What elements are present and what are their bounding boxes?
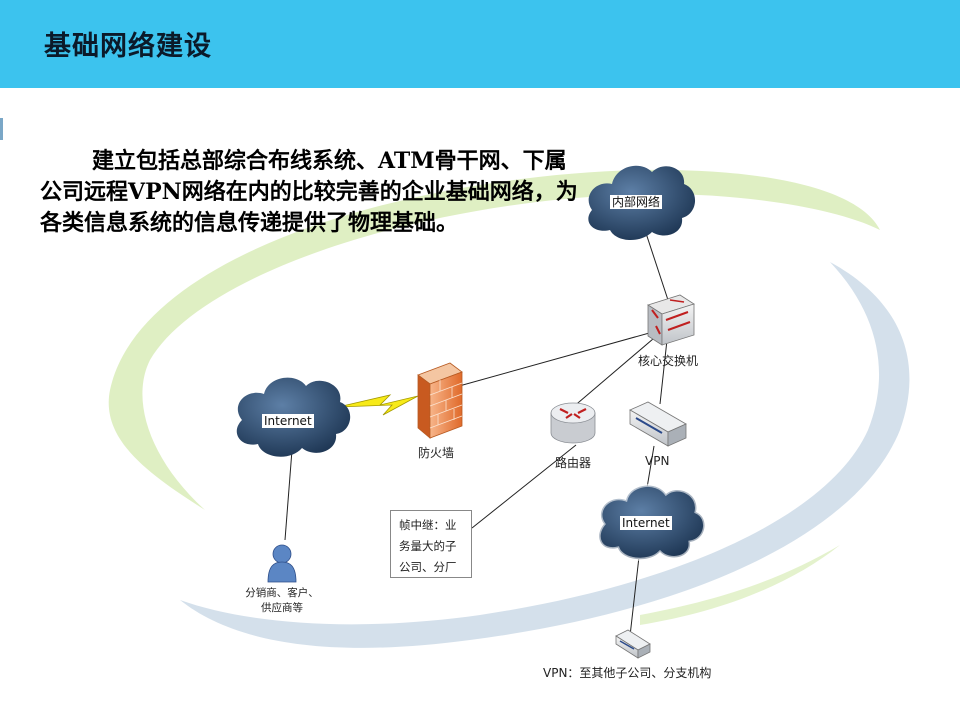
- frame-relay-note: 帧中继：业务量大的子公司、分厂: [390, 510, 472, 578]
- vpn-branch-device-icon: [615, 629, 651, 659]
- firewall-icon: [417, 362, 463, 439]
- firewall-label: 防火墙: [418, 446, 455, 460]
- vpn-device-icon: [629, 401, 687, 447]
- page-title: 基础网络建设: [44, 31, 212, 62]
- partners-label-line2: 供应商等: [261, 602, 303, 614]
- decor-tick: [0, 118, 3, 140]
- internet-left-label: Internet: [262, 414, 314, 428]
- core-switch-label: 核心交换机: [638, 354, 699, 368]
- router-label: 路由器: [555, 456, 592, 470]
- partners-label-line1: 分销商、客户、: [245, 587, 319, 599]
- internet-right-label: Internet: [620, 516, 672, 530]
- connection-lines: [284, 214, 669, 637]
- core-switch-icon: [647, 294, 695, 346]
- vpn-label: VPN: [645, 454, 670, 468]
- user-person-icon: [267, 544, 297, 583]
- intro-paragraph: 建立包括总部综合布线系统、ATM骨干网、下属公司远程VPN网络在内的比较完善的企…: [40, 148, 578, 236]
- lightning-bolt-icon: [337, 394, 419, 416]
- partners-label: 分销商、客户、 供应商等: [232, 586, 332, 616]
- background-swoosh: [108, 169, 910, 648]
- vpn-branch-label: VPN：至其他子公司、分支机构: [543, 666, 712, 680]
- internal-network-label: 内部网络: [610, 195, 663, 209]
- header-bar: 基础网络建设: [0, 0, 960, 88]
- router-icon: [550, 402, 596, 444]
